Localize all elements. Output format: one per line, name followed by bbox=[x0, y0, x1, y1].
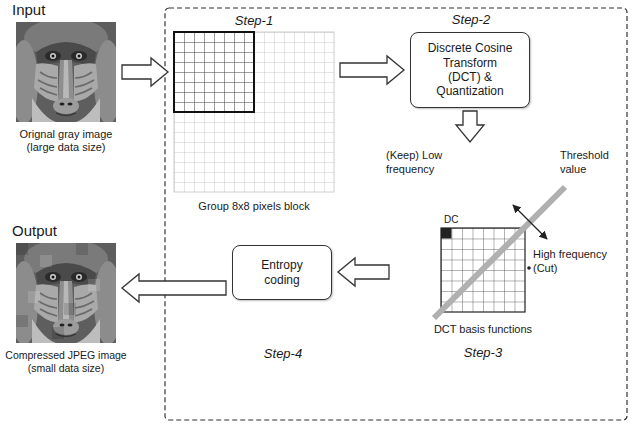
output-photo bbox=[64, 303, 76, 315]
grid-caption: DCT basis functions bbox=[434, 323, 532, 336]
output-photo bbox=[52, 327, 64, 339]
block-arrow bbox=[122, 274, 226, 302]
annotation-label: Threshold value bbox=[560, 148, 622, 176]
cut-dot bbox=[527, 266, 531, 270]
pixel-grid bbox=[174, 32, 334, 192]
grid-caption: Group 8x8 pixels block bbox=[198, 200, 309, 213]
block-arrow bbox=[122, 58, 168, 86]
input-photo bbox=[10, 18, 122, 124]
step-label: Step-4 bbox=[264, 346, 302, 362]
dct-grid bbox=[441, 228, 452, 239]
process-boundary bbox=[165, 8, 627, 420]
image-node: OutputCompressed JPEG image (small data … bbox=[16, 243, 116, 343]
annotation-label: (Keep) Low frequency bbox=[386, 148, 466, 176]
output-photo bbox=[10, 239, 122, 345]
output-photo bbox=[88, 279, 100, 291]
pixel-block-node: Step-1Group 8x8 pixels block bbox=[174, 32, 334, 192]
block-arrow bbox=[338, 258, 389, 286]
threshold-arrow bbox=[513, 205, 547, 239]
annotation-label: High frequency (Cut) bbox=[533, 247, 613, 275]
input-photo bbox=[10, 18, 122, 124]
pixel-grid bbox=[174, 32, 334, 192]
process-box: Entropy codingStep-4 bbox=[232, 245, 332, 300]
step-label: Step-3 bbox=[464, 345, 502, 361]
image-caption: Orignal gray image (large data size) bbox=[10, 128, 122, 154]
step-label: Step-2 bbox=[452, 12, 490, 28]
annotation-label: DC bbox=[444, 213, 458, 227]
output-photo bbox=[16, 243, 28, 255]
step-label: Step-1 bbox=[235, 13, 273, 29]
pixel-grid bbox=[174, 32, 334, 192]
image-caption: Compressed JPEG image (small data size) bbox=[4, 349, 128, 374]
process-box: Step-2Discrete Cosine Transform (DCT) & … bbox=[410, 32, 530, 108]
pixel-grid bbox=[174, 32, 254, 112]
output-photo bbox=[40, 255, 52, 267]
image-node: InputOrignal gray image (large data size… bbox=[16, 22, 116, 122]
section-label: Output bbox=[12, 222, 57, 240]
section-label: Input bbox=[12, 1, 45, 19]
box-text: Entropy coding bbox=[247, 258, 317, 287]
box-text: Discrete Cosine Transform (DCT) & Quanti… bbox=[425, 41, 515, 99]
output-photo bbox=[76, 243, 88, 255]
block-arrow bbox=[340, 56, 404, 84]
pixel-grid bbox=[174, 32, 254, 112]
output-photo bbox=[28, 291, 40, 303]
output-photo bbox=[16, 315, 28, 327]
output-photo bbox=[16, 243, 100, 339]
block-arrow bbox=[456, 111, 484, 142]
output-photo bbox=[10, 239, 122, 345]
